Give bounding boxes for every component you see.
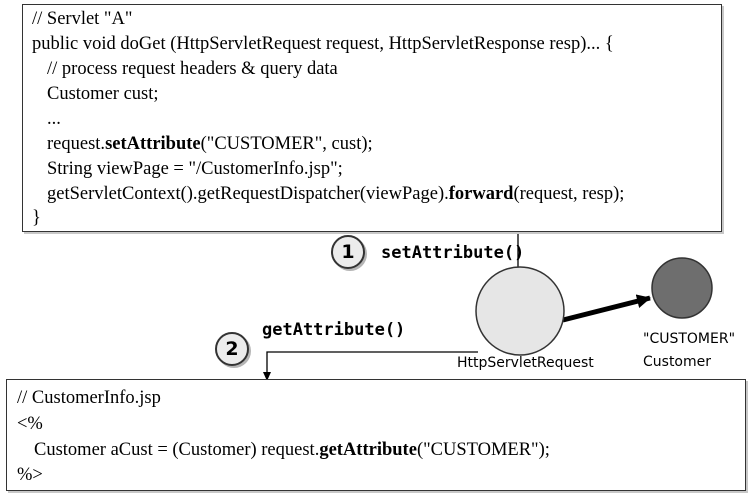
customer-name-label: "CUSTOMER" — [643, 331, 736, 347]
code-ellipsis: ... — [47, 109, 61, 129]
forward-args: (request, resp); — [513, 184, 625, 204]
step-2-badge: 2 — [215, 332, 249, 366]
jsp-close-tag: %> — [17, 465, 43, 485]
customer-declaration: Customer cust; — [47, 84, 159, 104]
forward-prefix: getServletContext().getRequestDispatcher… — [47, 184, 449, 204]
jsp-code-box: // CustomerInfo.jsp <% Customer aCust = … — [6, 379, 746, 491]
step-2-label: getAttribute() — [262, 320, 406, 340]
set-attribute-args: ("CUSTOMER", cust); — [200, 134, 373, 154]
servlet-comment: // Servlet "A" — [32, 9, 133, 29]
step-1-label: setAttribute() — [381, 243, 525, 263]
http-servlet-request-label: HttpServletRequest — [457, 355, 594, 371]
set-attribute-prefix: request. — [47, 134, 106, 154]
get-attribute-line: Customer aCust = (Customer) request.getA… — [34, 438, 550, 462]
customer-type-label: Customer — [643, 354, 712, 370]
get-attribute-args: ("CUSTOMER"); — [416, 440, 550, 460]
process-comment: // process request headers & query data — [47, 59, 338, 79]
step-1-badge: 1 — [331, 235, 365, 269]
view-page-line: String viewPage = "/CustomerInfo.jsp"; — [47, 159, 343, 179]
get-attribute-method: getAttribute — [319, 440, 417, 460]
jsp-open-tag: <% — [17, 414, 43, 434]
doget-signature: public void doGet (HttpServletRequest re… — [32, 34, 614, 54]
servlet-closing-brace: } — [32, 208, 41, 228]
forward-line: getServletContext().getRequestDispatcher… — [47, 182, 624, 206]
jsp-comment: // CustomerInfo.jsp — [17, 388, 161, 408]
set-attribute-method: setAttribute — [105, 134, 201, 154]
get-attribute-prefix: Customer aCust = (Customer) request. — [34, 440, 320, 460]
http-servlet-request-object — [475, 266, 565, 356]
get-attribute-arrow — [263, 351, 478, 381]
servlet-code-box: // Servlet "A" public void doGet (HttpSe… — [22, 4, 722, 232]
set-attribute-line: request.setAttribute("CUSTOMER", cust); — [47, 132, 373, 156]
forward-method: forward — [448, 184, 514, 204]
reference-arrow — [562, 294, 651, 323]
customer-object — [651, 257, 713, 319]
